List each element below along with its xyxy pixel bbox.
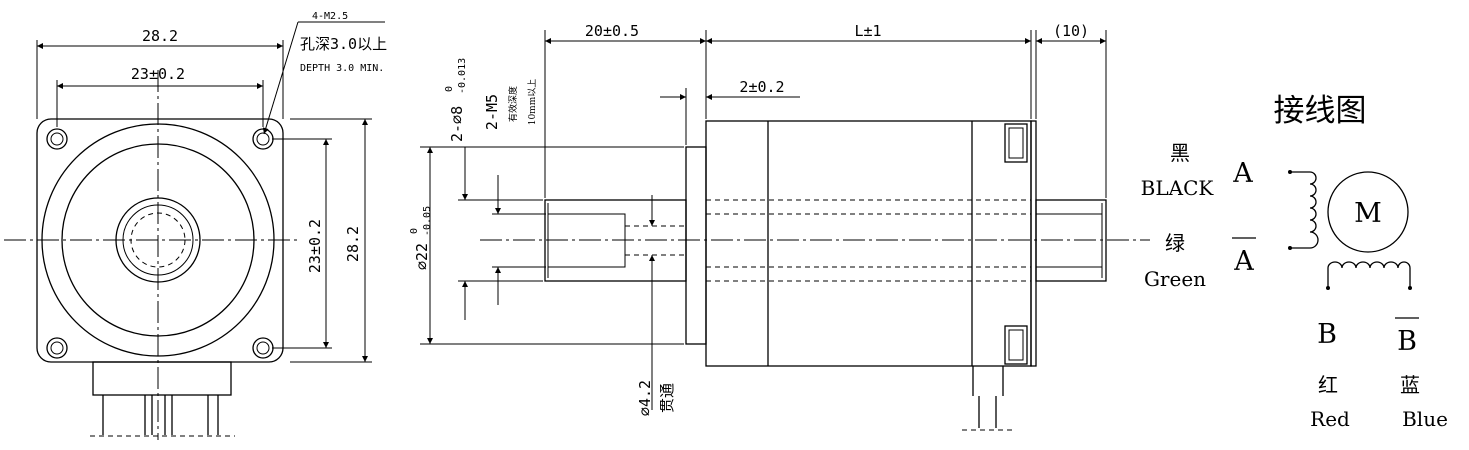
front-boss-circle [115,197,201,283]
wire-b-cn: 红 [1318,373,1338,397]
side-front-shaft [544,199,687,282]
thread-note-1: 有效深度 [507,86,519,122]
hole-callout-spec: 4-M2.5 [312,11,348,22]
side-connector-slot-bottom [1004,325,1028,365]
dim-pilot-diameter [420,146,684,345]
shaft-length-label: 20±0.5 [585,22,639,40]
wire-bbar-cn: 蓝 [1400,373,1420,397]
body-length-label: L±1 [854,22,881,40]
svg-text:0: 0 [409,228,420,234]
bore-note-label: 贯通 [658,383,676,413]
side-pilot [685,146,707,345]
side-motor-body [705,120,1032,367]
dim-body-length [706,30,1032,119]
front-lead-pins [90,395,235,437]
coil-b-winding [1326,261,1412,290]
rear-shaft-label: (10) [1053,22,1089,40]
wire-a-cn: 黑 [1170,141,1190,165]
mounting-hole-br [252,337,274,359]
coil-a-winding [1288,170,1319,250]
bore-diameter-label: ⌀4.2 [636,380,654,416]
hole-callout-leader [262,21,385,135]
side-lead-wires [962,366,1015,431]
wire-a-en: BLACK [1141,176,1215,200]
mounting-hole-tr [252,128,274,150]
front-bore-hidden-circle [130,212,186,268]
side-rear-shaft [1035,199,1107,282]
motor-circle [1327,171,1409,253]
dim-shaft-diameter [458,147,543,320]
front-vert-hole-spacing-label: 23±0.2 [306,219,324,273]
front-height-label: 28.2 [344,226,362,262]
mounting-hole-bl [46,337,68,359]
svg-text:-0.05: -0.05 [422,206,433,236]
mounting-hole-tl [46,128,68,150]
side-view: 20±0.5 L±1 (10) 2±0.2 ⌀22 [409,22,1150,431]
svg-text:-0.013: -0.013 [457,58,468,94]
phase-a-bar-label: A [1233,246,1254,277]
hole-callout-depth-cn: 孔深3.0以上 [300,35,387,53]
front-outer-circle [41,123,275,357]
front-shaft-circle [122,204,194,276]
svg-text:0: 0 [444,86,455,92]
wire-abar-cn: 绿 [1165,231,1185,255]
front-width-label: 28.2 [142,27,178,45]
hole-callout-depth-en: DEPTH 3.0 MIN. [300,63,384,74]
thread-spec-label: 2-M5 [483,94,501,130]
front-connector-block [92,361,232,396]
wire-bbar-en: Blue [1402,407,1448,431]
front-inner-circle [61,143,255,337]
phase-a-label: A [1232,158,1253,189]
phase-b-label: B [1317,319,1337,350]
dim-front-hole-spacing [56,80,264,127]
front-view: 28.2 23±0.2 23±0.2 28.2 4-M2.5 孔深3.0以上 [4,11,387,440]
dim-thread [492,175,546,305]
dim-front-height [290,118,372,363]
flange-label: 2±0.2 [739,78,784,96]
dim-flange [660,88,800,145]
wire-b-en: Red [1310,407,1350,431]
svg-text:⌀22: ⌀22 [413,243,431,270]
svg-text:2-⌀8: 2-⌀8 [448,106,466,142]
dim-rear-shaft [1035,30,1107,198]
motor-label: M [1354,198,1382,229]
dim-shaft-length [544,30,707,198]
front-hole-spacing-label: 23±0.2 [131,65,185,83]
wire-abar-en: Green [1144,267,1206,291]
side-thread-bore [547,213,626,268]
pilot-diameter-label: ⌀22 0 -0.05 [409,206,433,270]
dim-front-vert-hole-spacing [272,138,332,349]
side-connector-slot-top [1004,123,1028,163]
phase-b-bar-label: B [1397,326,1417,357]
thread-note-2: 10mm以上 [527,79,538,126]
wiring-diagram: 接线图 黑 BLACK 绿 Green A A M B B 红 [1141,93,1448,431]
side-rear-cap [1030,120,1037,367]
dim-front-width [36,40,284,119]
wiring-title: 接线图 [1274,93,1367,129]
shaft-diameter-label: 2-⌀8 0 -0.013 [444,58,468,142]
